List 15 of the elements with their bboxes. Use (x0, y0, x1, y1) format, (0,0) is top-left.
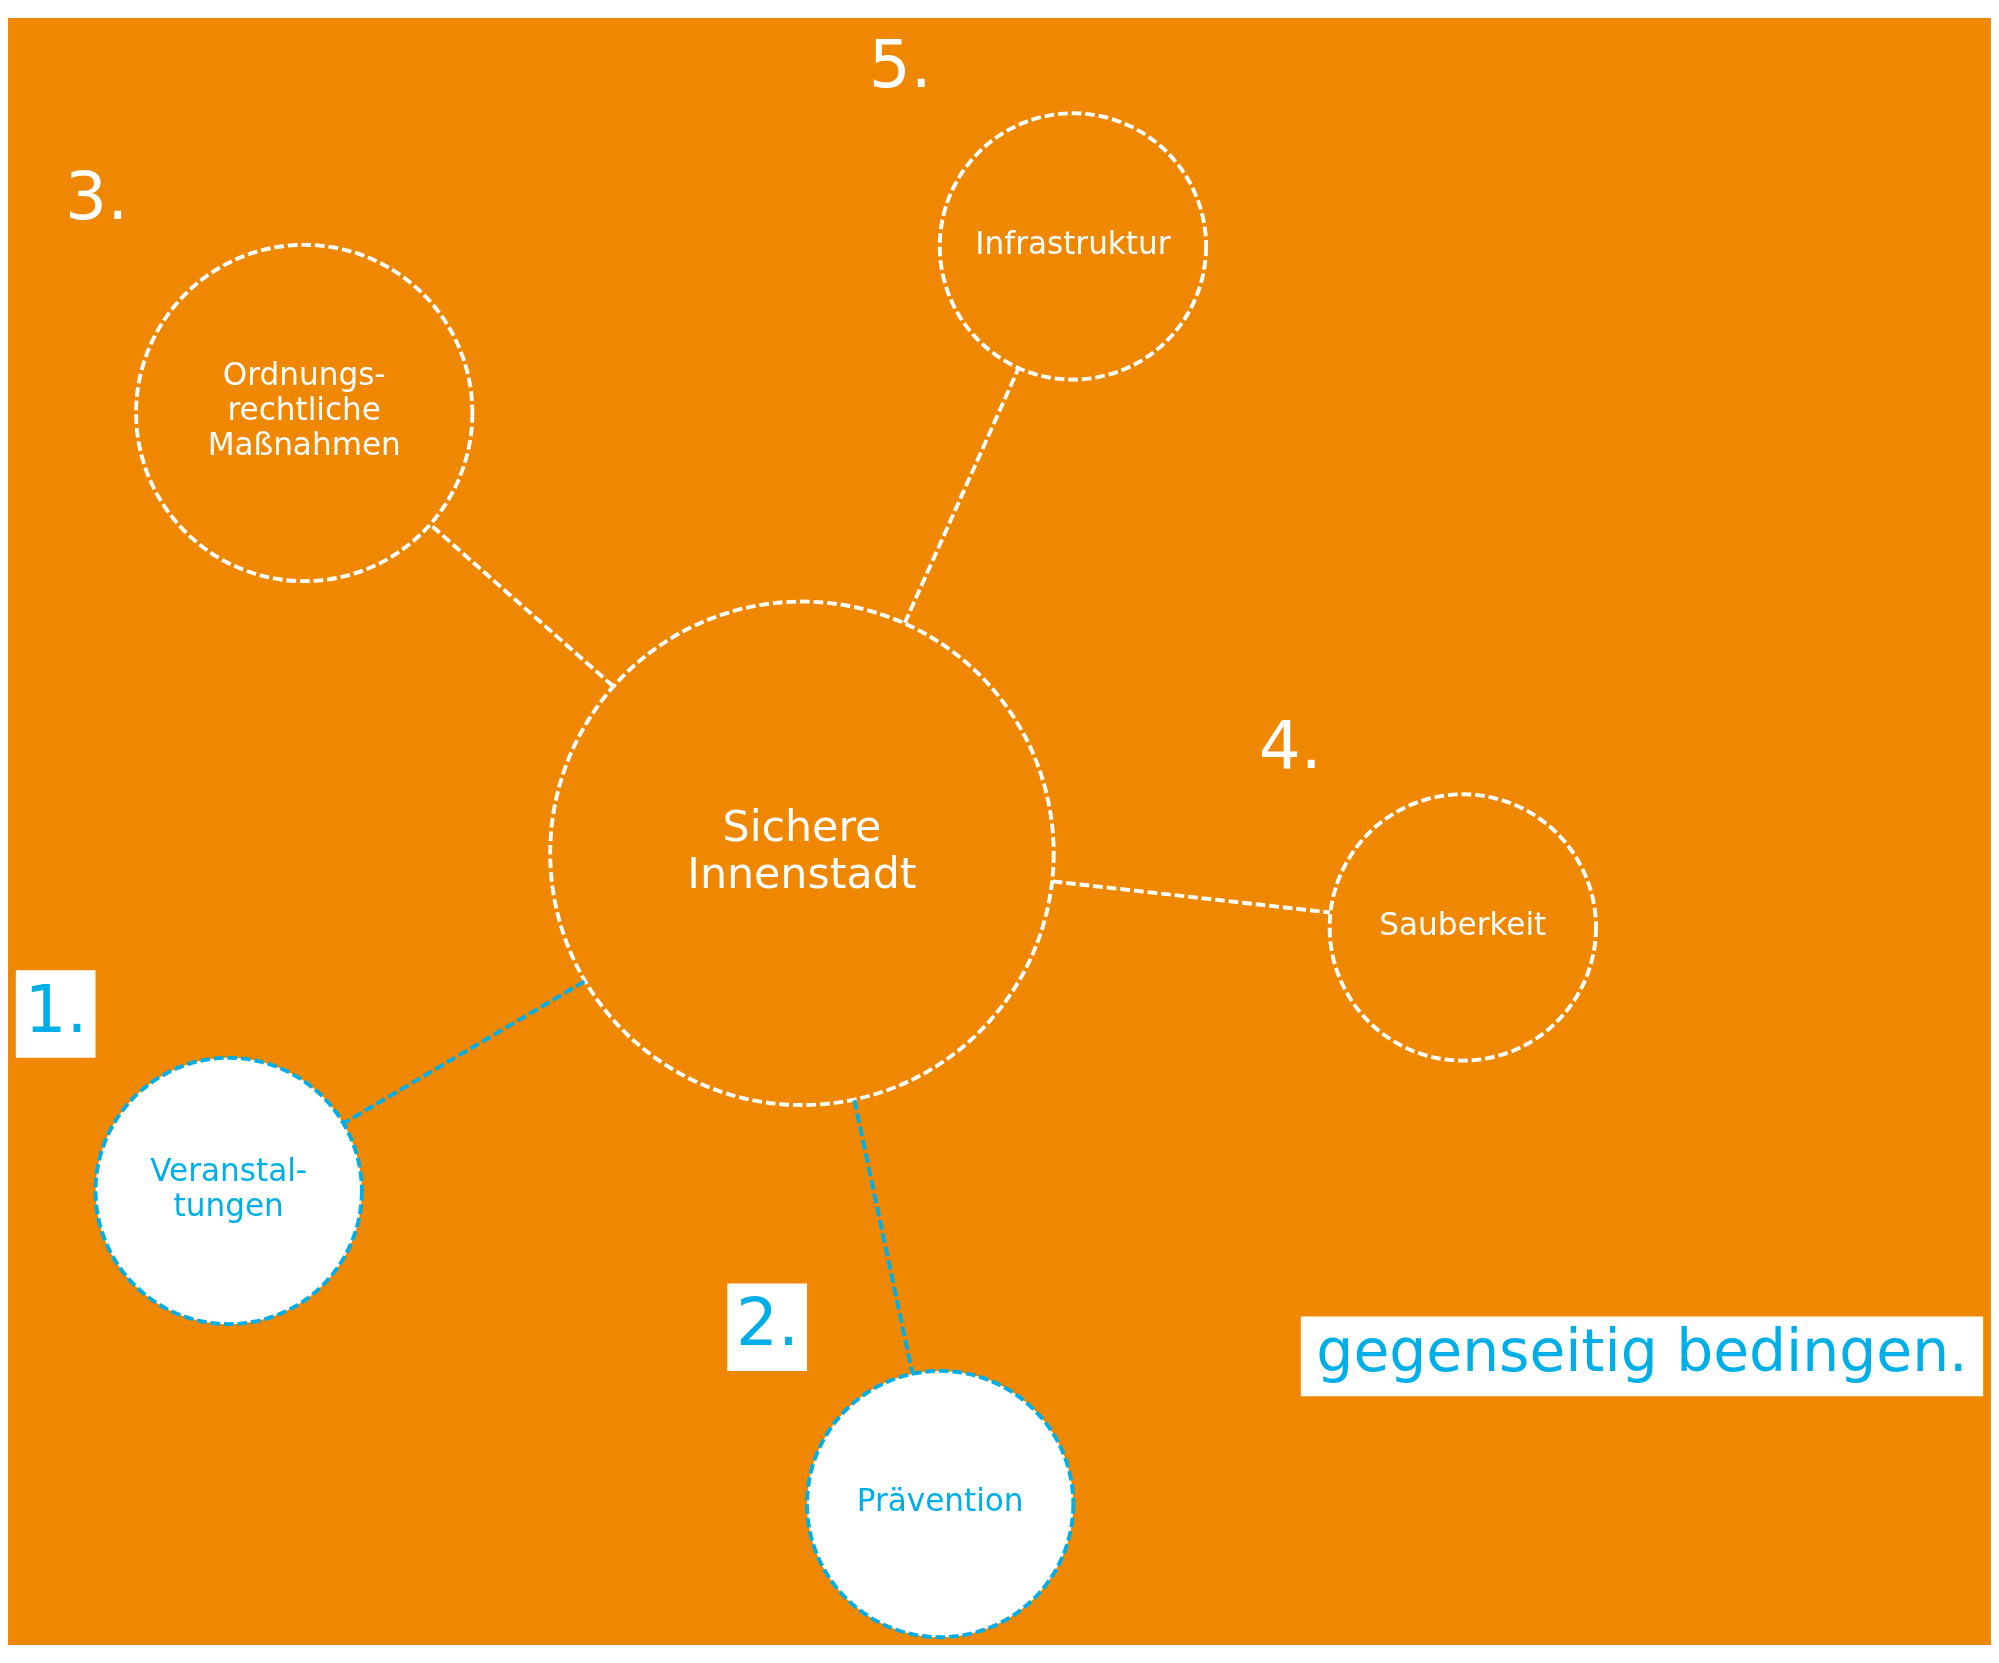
node-label: 4. (1258, 707, 1322, 785)
node-circle: Sauberkeit (1327, 792, 1598, 1063)
connector (903, 367, 1021, 624)
connector (1052, 879, 1330, 915)
node-circle: Sichere Innenstadt (548, 599, 1056, 1107)
node-circle: Ordnungs- rechtliche Maßnahmen (134, 242, 475, 584)
connector (852, 1099, 915, 1374)
connector (429, 523, 615, 688)
node-label: 1. (24, 970, 88, 1048)
label: gegenseitig bedingen. (1316, 1316, 1968, 1385)
node-label: 2. (736, 1284, 800, 1362)
node-label: 3. (65, 157, 129, 235)
node-label: 5. (868, 26, 932, 104)
node-circle: Infrastruktur (937, 111, 1209, 382)
connector (343, 979, 586, 1125)
